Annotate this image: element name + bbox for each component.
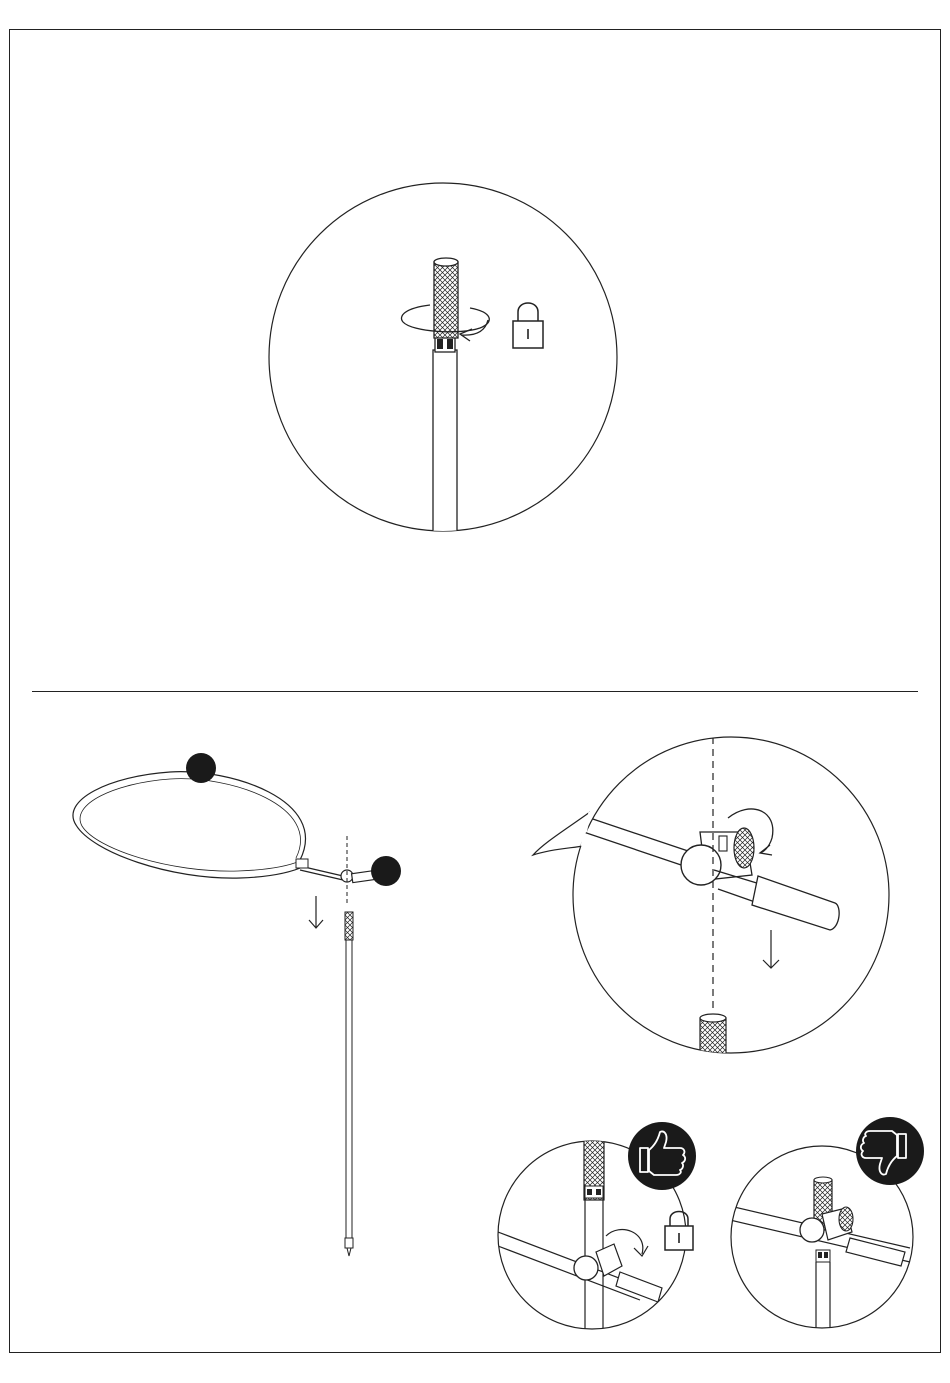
correct-example-circle [498,1122,696,1330]
pole-body [433,350,457,550]
incorrect-example-circle [730,1117,924,1330]
down-arrow-icon [309,896,323,928]
marker-dot-1 [186,753,216,783]
long-pole [346,940,352,1240]
knurled-grip [434,262,458,338]
long-pole-grip [345,912,353,940]
marker-dot-2 [371,856,401,886]
joint-detail-circle [533,737,889,1068]
thumbs-down-icon [856,1117,924,1185]
thumbs-up-icon [628,1122,696,1190]
shade-overview [73,753,401,1256]
top-detail-circle [269,183,617,550]
